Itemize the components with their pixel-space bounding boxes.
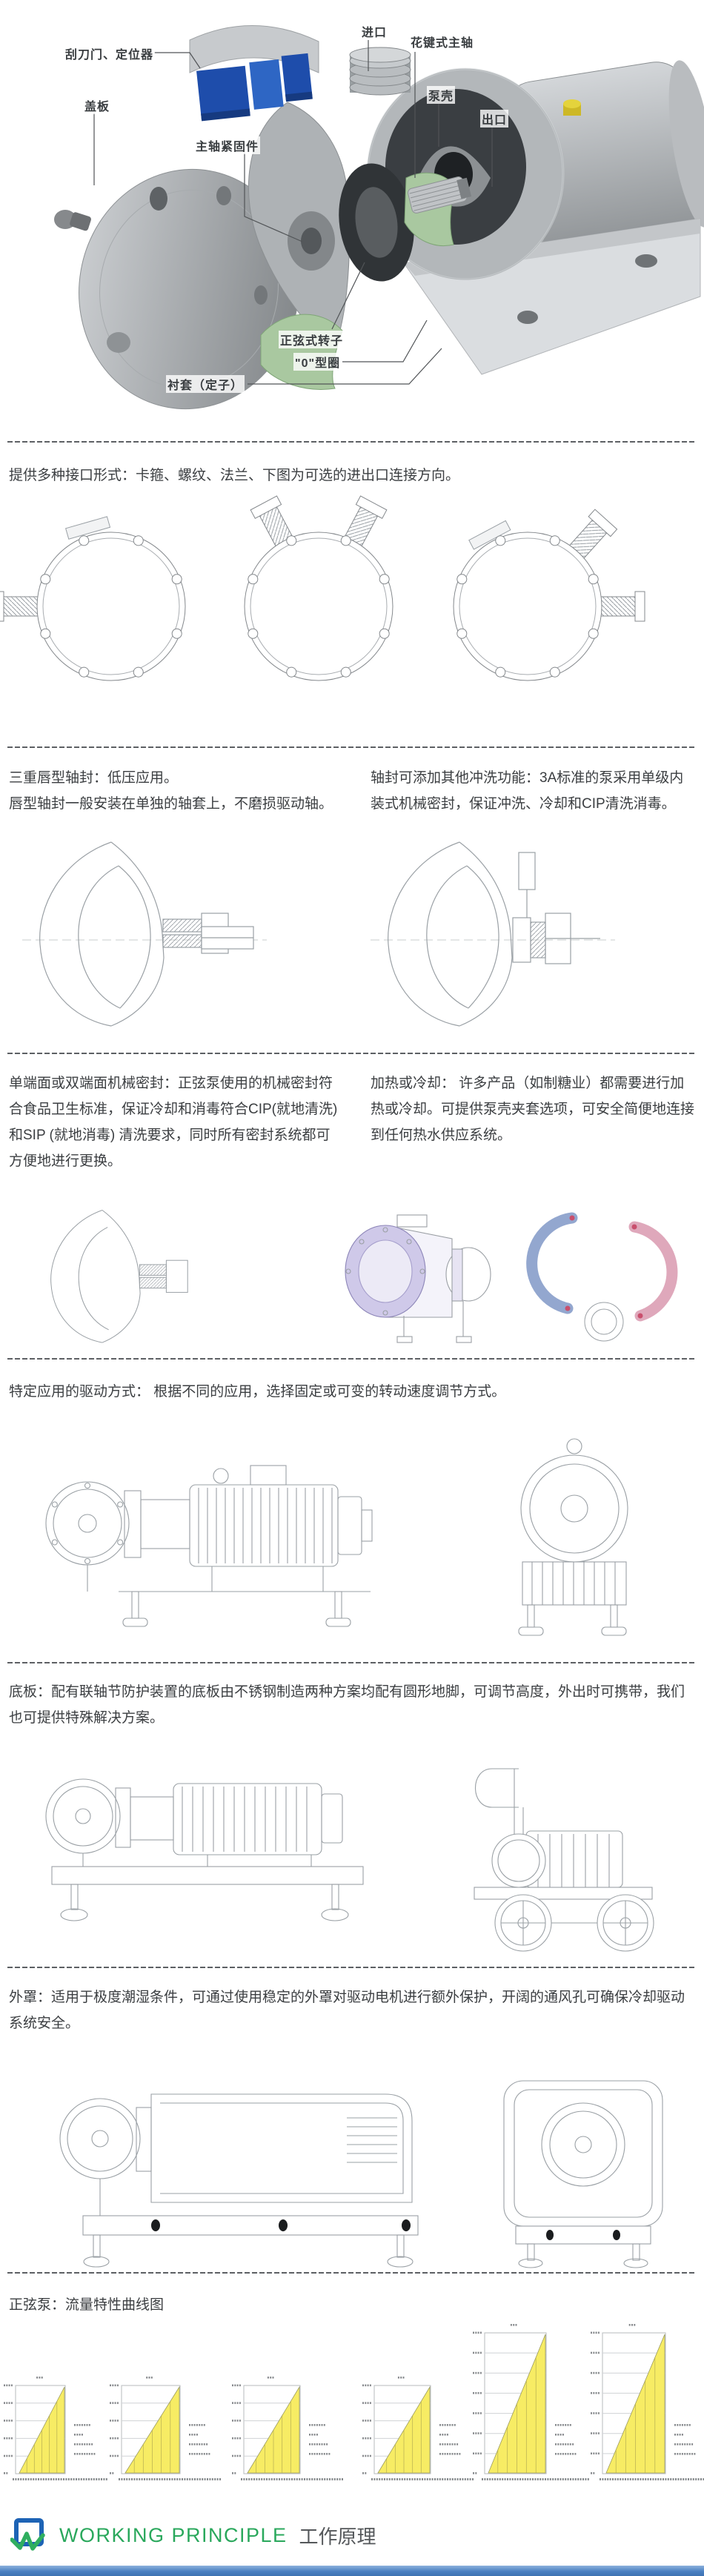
label-shaft-fastener: 主轴紧固件 (194, 136, 261, 154)
footer: WORKING PRINCIPLE 工作原理 (10, 2517, 376, 2553)
label-liner-stator: 衬套（定子） (166, 375, 245, 393)
label-cover-plate: 盖板 (83, 96, 112, 114)
fixed-speed-drive-diagram (45, 1465, 373, 1627)
weather-cover-diagrams (59, 2080, 663, 2268)
label-inlet: 进口 (360, 22, 389, 40)
footer-title-en: WORKING PRINCIPLE (59, 2523, 288, 2546)
front-cover-disc-shape (79, 168, 299, 410)
dashed-separator (7, 746, 697, 748)
mechanical-seal-section-diagram (50, 1210, 188, 1343)
exploded-pump-illustration (54, 25, 704, 410)
port-options-diagram (0, 495, 645, 681)
baseplate-diagrams (45, 1768, 654, 1952)
flow-curves-heading: 正弦泵：流量特性曲线图 (9, 2297, 165, 2313)
working-principle-logo (10, 2518, 45, 2551)
baseplate-paragraph: 底板：配有联轴节防护装置的底板由不锈钢制造两种方案均配有圆形地脚，可调节高度，外… (9, 1684, 685, 1726)
disc-hole (216, 186, 231, 205)
ports-paragraph: 提供多种接口形式：卡箍、螺纹、法兰、下图为可选的进出口连接方向。 (9, 468, 460, 483)
inlet-flange-shape (349, 47, 411, 96)
flow-curve-chart-1 (4, 2377, 107, 2480)
seal-flush-paragraph: 轴封可添加其他冲洗功能：3A标准的泵采用单级内装式机械密封，保证冲洗、冷却和CI… (371, 770, 684, 812)
heating-cooling-paragraph: 加热或冷却： 许多产品（如制糖业）都需要进行加热或冷却。可提供泵壳夹套选项，可安… (371, 1076, 695, 1143)
flow-curve-chart-6 (591, 2324, 704, 2480)
mech-seal-paragraph: 单端面或双端面机械密封：正弦泵使用的机械密封符合食品卫生标准，保证冷却和消毒符合… (9, 1076, 338, 1169)
seal-diagrams (22, 841, 615, 1027)
weather-cover-side-diagram (59, 2093, 419, 2268)
drive-options-diagrams (45, 1438, 628, 1636)
flow-curve-chart-2 (110, 2377, 221, 2480)
portable-trolley-diagram (474, 1768, 654, 1952)
footer-title-zh: 工作原理 (299, 2525, 376, 2548)
flow-curve-chart-3 (232, 2377, 343, 2480)
leader-lines (93, 40, 493, 385)
footer-accent-bar (0, 2566, 704, 2576)
loose-screw-body (70, 212, 91, 231)
disc-hole (254, 285, 268, 305)
yellow-plug-top (563, 99, 581, 108)
flow-curve-chart-4 (362, 2377, 474, 2480)
splined-shaft-shape (408, 176, 472, 213)
disc-hole (150, 187, 167, 211)
label-splined-shaft: 花键式主轴 (409, 33, 476, 50)
triple-lip-seal-diagram (22, 841, 267, 1027)
heating-jacket-halves-diagram (526, 1212, 678, 1342)
jacketed-pump-diagram (345, 1214, 491, 1343)
flushed-mechanical-seal-diagram (371, 841, 615, 1027)
port-option-2 (244, 495, 393, 681)
port-option-3 (453, 509, 645, 681)
stud-bolt (107, 332, 130, 353)
label-pump-casing: 泵壳 (427, 86, 456, 104)
label-outlet: 出口 (480, 110, 509, 128)
variable-speed-drive-diagram (518, 1438, 628, 1636)
dashed-separator (7, 1358, 697, 1360)
flow-curve-charts (0, 2313, 704, 2502)
dashed-separator (7, 2272, 697, 2274)
lip-seal-paragraph: 三重唇型轴封：低压应用。 唇型轴封一般安装在单独的轴套上，不磨损驱动轴。 (9, 770, 333, 812)
dashed-separator (7, 441, 697, 443)
flow-curve-charts-svg (4, 2324, 704, 2480)
label-sine-rotor: 正弦式转子 (279, 331, 345, 348)
scraper-gate-shape (189, 25, 319, 122)
label-o-ring: "0"型圈 (293, 353, 342, 371)
dashed-separator (7, 1967, 697, 1968)
cover-paragraph: 外罩：适用于极度潮湿条件，可通过使用稳定的外罩对驱动电机进行额外保护，开阔的通风… (9, 1990, 685, 2031)
sine-rotor-shape (339, 163, 414, 282)
weather-cover-front-diagram (503, 2080, 663, 2268)
teardrop-cover-shape (248, 102, 350, 348)
dashed-separator (7, 1662, 697, 1663)
mech-seal-heating-diagrams (50, 1210, 678, 1343)
label-scraper-gate: 刮刀门、定位器 (64, 44, 156, 62)
drive-paragraph: 特定应用的驱动方式： 根据不同的应用，选择固定或可变的转动速度调节方式。 (9, 1384, 506, 1400)
stainless-baseplate-diagram (45, 1778, 364, 1921)
dashed-separator (7, 1053, 697, 1054)
port-option-1 (0, 516, 186, 681)
flow-curve-chart-5 (473, 2324, 589, 2480)
stator-bushing-shape (260, 314, 343, 390)
